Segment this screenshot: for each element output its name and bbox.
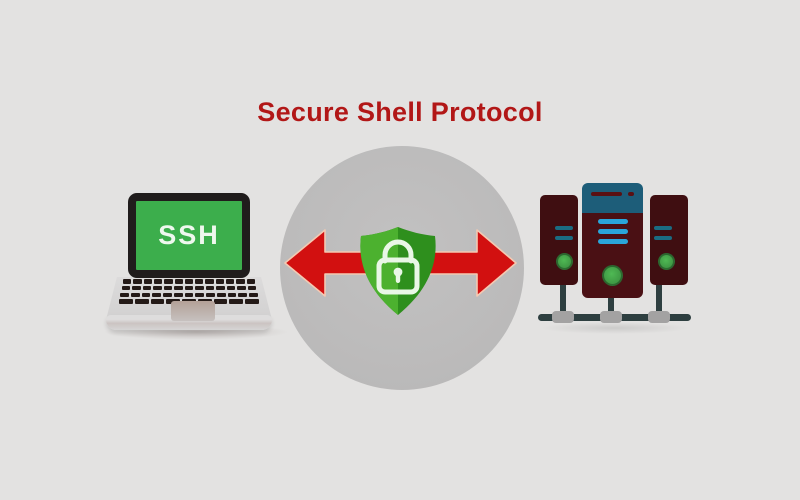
padlock-icon [376, 239, 420, 295]
keyboard-key [205, 279, 214, 284]
server-left [540, 195, 578, 285]
network-leg-center [608, 296, 614, 317]
keyboard-key [249, 292, 258, 298]
server-right [650, 195, 688, 285]
keyboard-key [238, 292, 248, 298]
keyboard-key [174, 285, 183, 291]
keyboard-key [206, 292, 215, 298]
keyboard-key [227, 292, 237, 298]
cap-dot [628, 192, 634, 196]
led-bar [598, 239, 628, 244]
encrypted-tunnel-graphic [284, 227, 517, 315]
keyboard-key [134, 299, 149, 304]
led-bar [555, 236, 573, 240]
keyboard-key [164, 279, 173, 284]
keyboard-key [150, 299, 165, 304]
led-bar [598, 229, 628, 234]
network-node [648, 311, 670, 323]
keyboard-key [216, 285, 225, 291]
laptop-base [106, 315, 272, 330]
laptop-screen: SSH [128, 193, 250, 278]
keyboard-key [247, 285, 257, 291]
keyboard-key [174, 279, 183, 284]
keyboard-key [184, 279, 194, 284]
keyboard-key [215, 279, 225, 284]
keyboard-key [195, 279, 204, 284]
led-bar [555, 226, 573, 230]
keyboard-key [216, 292, 226, 298]
keyboard-key [130, 292, 140, 298]
keyboard-key [236, 279, 245, 284]
keyboard-key [195, 292, 205, 298]
keyboard-key [205, 285, 215, 291]
keyboard-key [152, 292, 162, 298]
keyboard-key [163, 285, 173, 291]
keyboard-key [143, 279, 152, 284]
keyboard-key [226, 285, 236, 291]
keyboard-key [142, 285, 152, 291]
keyboard-key [173, 292, 183, 298]
keyboard-key [184, 285, 194, 291]
keyboard-key [120, 292, 129, 298]
page-title: Secure Shell Protocol [257, 97, 543, 127]
led-bar [598, 219, 628, 224]
keyboard-key [229, 299, 244, 304]
keyboard-key [226, 279, 235, 284]
network-node [600, 311, 622, 323]
cap-slot [591, 192, 622, 196]
keyboard-key [245, 299, 259, 304]
keyboard-key [195, 285, 204, 291]
keyboard-key [153, 279, 163, 284]
keyboard-key [133, 279, 142, 284]
led-bar [654, 226, 672, 230]
network-leg-left [560, 283, 566, 317]
network-node [552, 311, 574, 323]
server-center [582, 213, 643, 298]
ssh-screen-label: SSH [158, 220, 220, 250]
network-leg-right [656, 283, 662, 317]
keyboard-key [141, 292, 151, 298]
keyboard-key [246, 279, 255, 284]
power-button [658, 253, 675, 270]
keyboard-key [163, 292, 172, 298]
led-bar [654, 236, 672, 240]
keyboard-key [213, 299, 228, 304]
keyboard-key [123, 279, 132, 284]
laptop-trackpad [171, 301, 215, 321]
keyboard-key [119, 299, 133, 304]
power-button [602, 265, 623, 286]
keyhole [393, 267, 403, 277]
keyboard-key [184, 292, 194, 298]
server-shadow [540, 322, 690, 334]
keyhole-stem [395, 272, 401, 283]
server-center-cap [582, 183, 643, 213]
keyboard-key [237, 285, 246, 291]
keyboard-key [121, 285, 131, 291]
keyboard-key [153, 285, 162, 291]
power-button [556, 253, 573, 270]
keyboard-key [132, 285, 141, 291]
